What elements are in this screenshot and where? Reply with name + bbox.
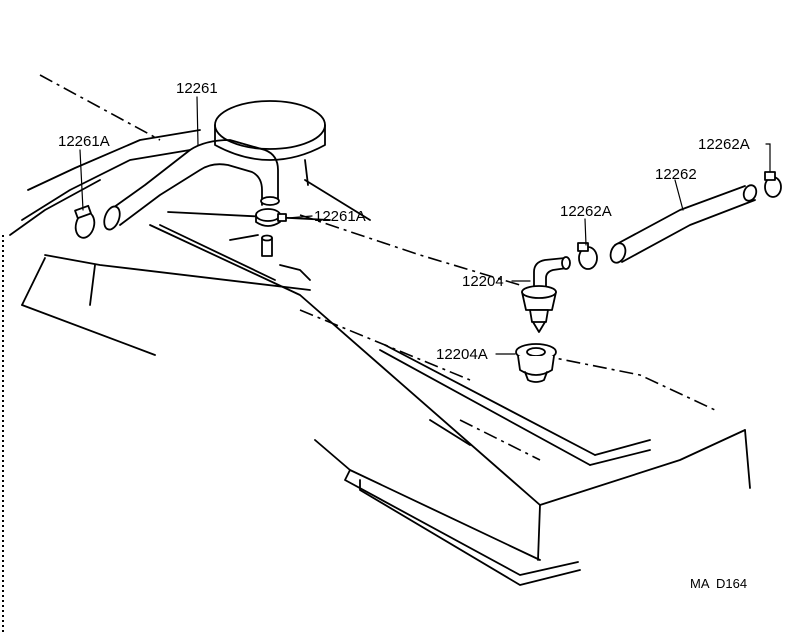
callout-12261: 12261 xyxy=(176,80,218,97)
clamp-12261a-center xyxy=(255,208,287,227)
leader-12262a-top xyxy=(765,143,771,173)
clamp-12262a-top xyxy=(764,171,782,198)
leader-12261a-left xyxy=(79,149,84,211)
callout-12261a-left: 12261A xyxy=(58,133,110,150)
callout-12204: 12204 xyxy=(462,273,504,290)
drawing-code: MA D164 xyxy=(690,576,747,591)
clamp-12262a-mid xyxy=(577,242,598,270)
callout-12262a-mid: 12262A xyxy=(560,203,612,220)
leader-12262a-mid xyxy=(584,218,587,246)
pcv-valve-12204 xyxy=(521,256,571,333)
center-lines xyxy=(39,74,716,461)
callout-12204a: 12204A xyxy=(436,346,488,363)
hose-12262 xyxy=(609,184,758,264)
leader-lines xyxy=(79,96,771,355)
hose-12261 xyxy=(103,139,280,231)
callout-12262a-top: 12262A xyxy=(698,136,750,153)
oil-filler-cap xyxy=(214,100,326,186)
fitting-pipe xyxy=(261,234,273,257)
clamp-12261a-left xyxy=(74,204,96,239)
leader-12261a-center xyxy=(287,215,313,219)
grommet-12204a xyxy=(515,343,557,383)
cylinder-head-cover xyxy=(9,129,751,586)
callout-12261a-center: 12261A xyxy=(314,208,366,225)
leader-12261 xyxy=(196,96,199,146)
leader-12262 xyxy=(674,179,684,211)
callout-12262: 12262 xyxy=(655,166,697,183)
